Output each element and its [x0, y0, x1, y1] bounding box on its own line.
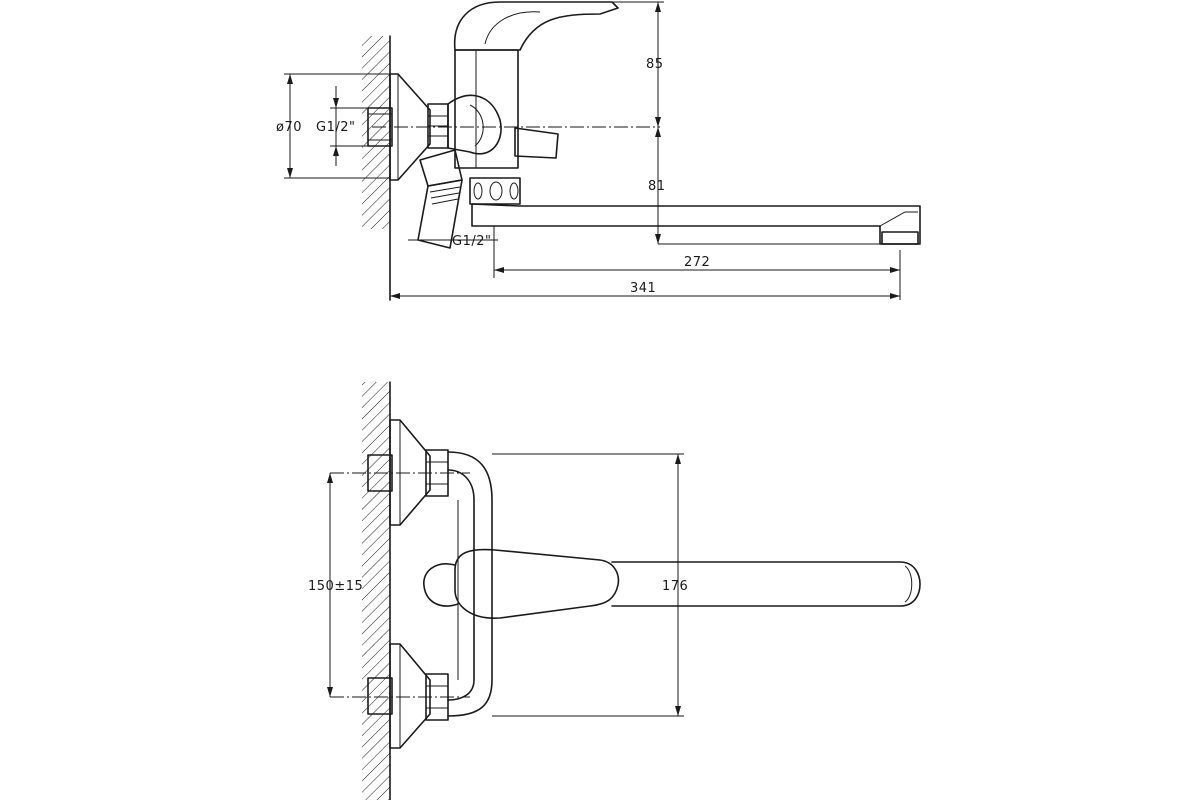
top-view: 150±15 176	[308, 381, 921, 800]
dim-spacing-label: 150±15	[308, 579, 363, 594]
dim-h81-label: 81	[648, 179, 666, 194]
diverter-knob	[514, 127, 559, 159]
dim-total341-label: 341	[630, 281, 656, 296]
spout-top-view	[611, 561, 921, 607]
dim-d70-label: ø70	[276, 120, 302, 135]
wall-hatch-top	[362, 36, 390, 229]
wall-hatch-bottom	[362, 382, 390, 800]
spout-side	[471, 203, 921, 245]
dim-spout272-label: 272	[684, 255, 710, 270]
dim-h85-label: 85	[646, 57, 664, 72]
handle-lever	[453, 1, 619, 51]
handle-top-view	[454, 548, 620, 619]
knob-top-view	[423, 563, 459, 607]
side-view: ø70 G1/2" G1/2" 85 81 272 341	[276, 1, 921, 301]
lower-flange	[389, 643, 431, 749]
connector-body	[447, 451, 493, 717]
upper-flange	[389, 419, 431, 526]
dim-depth176-label: 176	[662, 579, 688, 594]
dim-thread-top-label: G1/2"	[316, 120, 355, 135]
dim-thread-hose-label: G1/2"	[452, 234, 491, 249]
